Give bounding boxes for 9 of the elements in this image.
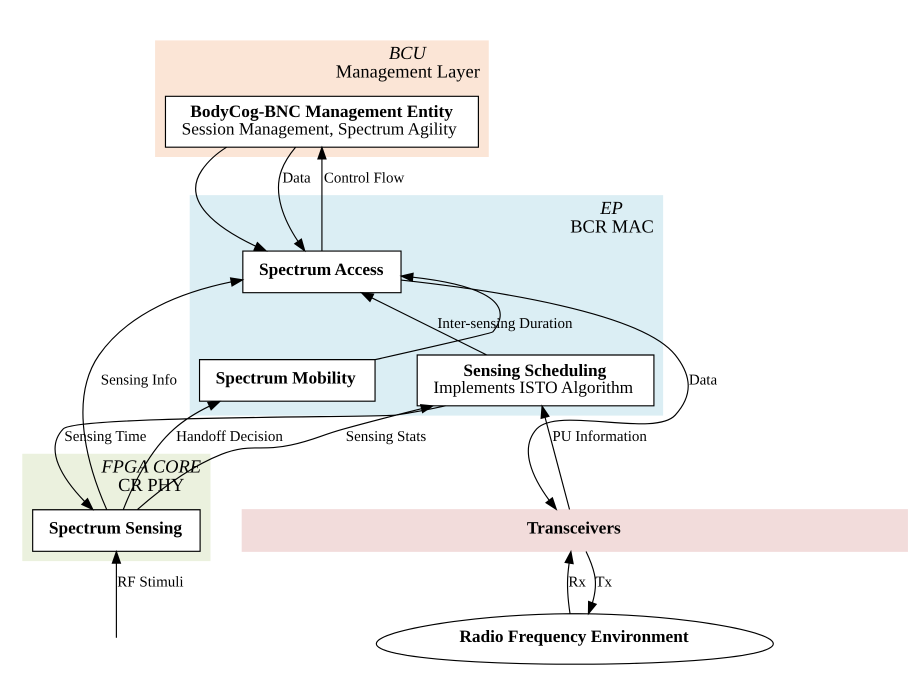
edge-label: Data xyxy=(282,170,310,186)
edge-label: RF Stimuli xyxy=(116,574,184,590)
edge-label: Sensing Info xyxy=(100,372,177,388)
edge-label: Sensing Stats xyxy=(345,428,426,445)
edge-label: Rx xyxy=(568,574,586,590)
edge-label: Handoff Decision xyxy=(176,428,282,445)
edge-label: PU Information xyxy=(552,428,646,445)
edge-label: Data xyxy=(688,372,717,388)
edge-label: Control Flow xyxy=(323,170,404,186)
